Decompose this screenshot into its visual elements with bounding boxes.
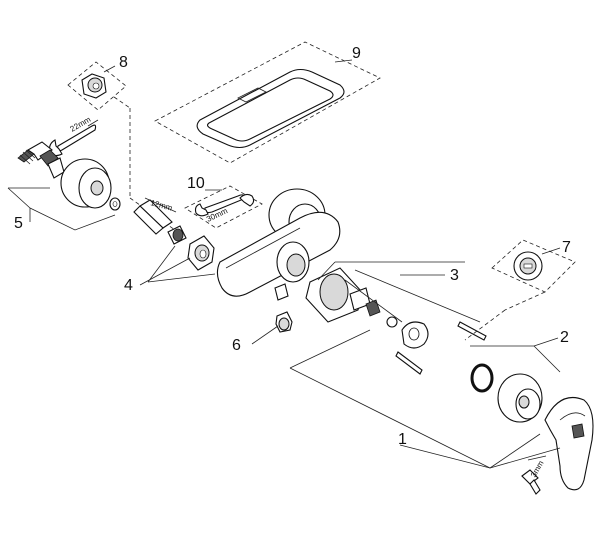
- part-4-nipple-nut: [139, 225, 216, 286]
- part-2-sleeve: [470, 337, 561, 423]
- callout-9: 9: [352, 45, 361, 62]
- callout-8: 8: [119, 54, 128, 71]
- part-9-shelf: [154, 41, 381, 164]
- hex-key-12mm-icon: [133, 197, 177, 235]
- part-10-wrench-30mm: [184, 185, 263, 229]
- part-6-aerator: [251, 311, 293, 345]
- part-3-cartridge: [305, 261, 487, 375]
- callout-4: 4: [124, 277, 133, 294]
- callout-3: 3: [450, 267, 459, 284]
- callout-1: 1: [398, 431, 407, 448]
- dimension-3mm: 3mm: [529, 459, 546, 479]
- mixer-body: [216, 188, 341, 301]
- o-ring: [470, 363, 494, 393]
- part-1-bracket: [289, 329, 561, 469]
- part-8-nut: [67, 61, 176, 231]
- callout-10: 10: [187, 175, 205, 192]
- callout-5: 5: [14, 215, 23, 232]
- part-5-union-escutcheon: [7, 141, 121, 231]
- screw-3mm: [521, 455, 547, 495]
- callout-6: 6: [232, 337, 241, 354]
- lever-handle: [544, 396, 594, 491]
- callout-2: 2: [560, 329, 569, 346]
- part-7-cap: [464, 239, 576, 341]
- callout-7: 7: [562, 239, 571, 256]
